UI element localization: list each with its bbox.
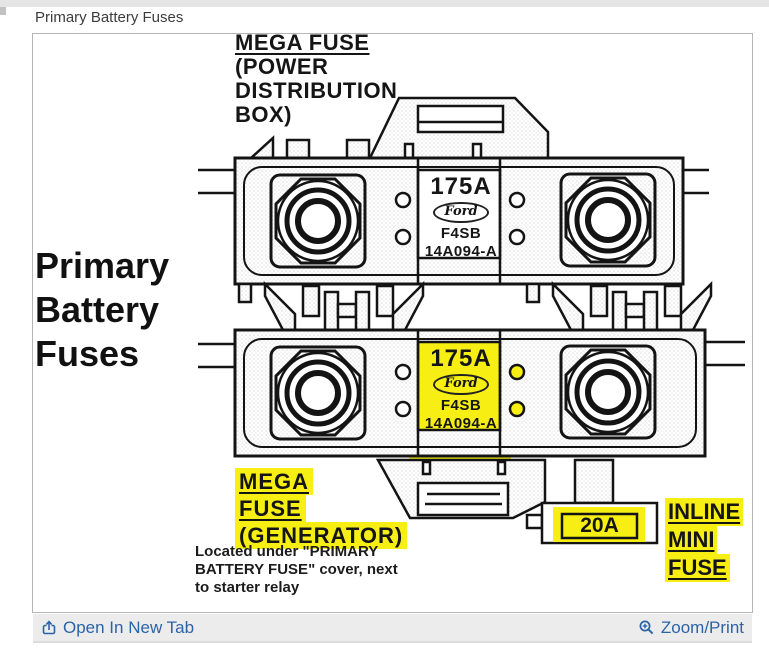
open-in-new-tab-icon <box>42 619 56 634</box>
bottom-fuse-code2: 14A094-A <box>424 415 498 432</box>
top-border-strip <box>0 0 769 7</box>
label-mega-fuse-pdb-line1: MEGA FUSE <box>235 30 370 55</box>
label-generator-line1: MEGA <box>235 468 313 495</box>
ford-logo-bottom: Ford <box>433 374 489 395</box>
diagram-image-frame: MEGA FUSE (POWER DISTRIBUTION BOX) Prima… <box>32 31 753 613</box>
label-mega-fuse-pdb-line2: (POWER <box>235 54 329 79</box>
page-title: Primary Battery Fuses <box>35 9 184 26</box>
top-fuse-label: 175A Ford F4SB 14A094-A <box>409 175 513 261</box>
zoom-print-link[interactable]: Zoom/Print <box>638 614 744 641</box>
ford-logo-top: Ford <box>433 202 489 223</box>
label-inline-line3: FUSE <box>665 554 730 582</box>
location-note: Located under "PRIMARY BATTERY FUSE" cov… <box>195 543 398 597</box>
top-fuse-code2: 14A094-A <box>424 243 498 260</box>
top-left-notch <box>0 7 6 15</box>
open-in-new-tab-label: Open In New Tab <box>63 617 195 637</box>
top-fuse-amperage: 175A <box>430 173 492 200</box>
label-mega-fuse-pdb: MEGA FUSE (POWER DISTRIBUTION BOX) <box>235 31 397 127</box>
side-title-line1: Primary <box>35 245 170 286</box>
label-inline-line1: INLINE <box>665 498 744 526</box>
bottom-fuse-code1: F4SB <box>440 397 482 414</box>
bottom-fuse-label: 175A Ford F4SB 14A094-A <box>409 347 513 433</box>
magnifier-plus-icon <box>639 620 654 635</box>
side-title-line3: Fuses <box>35 333 140 374</box>
label-generator-line2: FUSE <box>235 495 306 522</box>
bottom-fuse-amperage: 175A <box>430 345 492 372</box>
zoom-print-label: Zoom/Print <box>660 617 744 637</box>
label-mega-fuse-pdb-line3: DISTRIBUTION <box>235 78 398 103</box>
location-note-line3: to starter relay <box>195 579 300 596</box>
side-title-line2: Battery <box>35 289 160 330</box>
location-note-line1: Located under "PRIMARY <box>195 543 379 560</box>
label-inline-line2: MINI <box>665 526 718 554</box>
open-in-new-tab-link[interactable]: Open In New Tab <box>41 614 194 641</box>
top-fuse-code1: F4SB <box>440 225 482 242</box>
location-note-line2: BATTERY FUSE" cover, next <box>195 561 398 578</box>
image-toolbar: Open In New Tab Zoom/Print <box>33 614 752 643</box>
inline-fuse-amperage: 20A <box>580 514 619 537</box>
diagram-side-title: Primary Battery Fuses <box>35 244 169 376</box>
label-mega-fuse-pdb-line4: BOX) <box>235 102 292 127</box>
label-generator-line3: (GENERATOR) <box>235 522 408 549</box>
label-mega-fuse-generator: MEGA FUSE (GENERATOR) <box>235 468 408 549</box>
label-inline-mini-fuse: INLINE MINI FUSE <box>665 498 744 582</box>
